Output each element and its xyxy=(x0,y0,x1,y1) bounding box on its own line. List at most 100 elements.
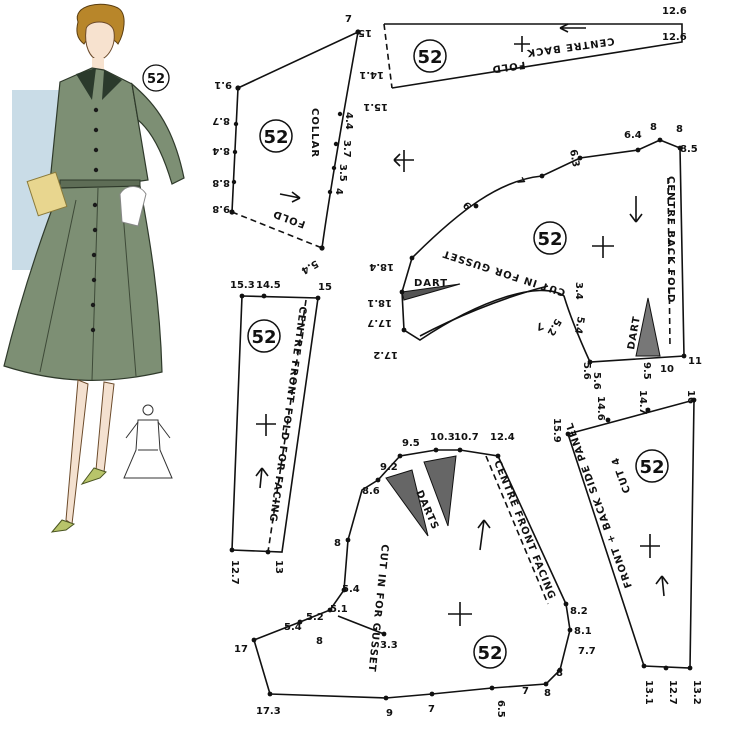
back-meas-3: 15 xyxy=(358,27,372,38)
front-meas-10: 5.2 xyxy=(306,612,324,623)
back-grain-arrow xyxy=(559,23,586,33)
bb-meas-4: 7 xyxy=(513,176,526,188)
back-meas-2: 12.6 xyxy=(662,32,687,43)
pattern-number-label: 52 xyxy=(147,72,165,87)
front-meas-24: 8.2 xyxy=(570,606,588,617)
collar-meas-3: 8.7 xyxy=(212,115,230,126)
side-panel-label: FRONT + BACK SIDE PANEL xyxy=(564,420,634,589)
front-meas-17: 7 xyxy=(428,704,435,715)
front-piece: 52 CENTRE FRONT FACING DARTS CUT IN FOR … xyxy=(234,432,596,719)
bb-meas-17: 9.5 xyxy=(641,362,652,380)
front-meas-5: 12.4 xyxy=(490,432,515,443)
front-meas-21: 8 xyxy=(556,668,563,679)
front-meas-4: 10.7 xyxy=(454,432,479,443)
back-fold-line xyxy=(383,23,393,89)
collar-piece: 52 COLLAR FOLD 7 9.1 8.7 8.4 8.8 9.8 4.4… xyxy=(212,14,414,276)
collar-meas-7: 4.4 xyxy=(343,112,354,130)
side-panel-points xyxy=(565,397,697,671)
shoe-left xyxy=(50,519,76,533)
front-meas-12: 8 xyxy=(316,636,323,647)
back-meas-4: 14.1 xyxy=(359,69,384,80)
side-meas-4: 16 xyxy=(685,390,696,404)
facing-cross-mark xyxy=(256,414,276,436)
dress-sleeve xyxy=(131,82,185,185)
front-number: 52 xyxy=(477,643,502,664)
front-gusset-label: CUT IN FOR GUSSET xyxy=(366,544,390,673)
front-meas-18: 6.5 xyxy=(495,700,506,718)
back-bodice-number-circle xyxy=(533,221,567,255)
back-dart-label-1: DART xyxy=(414,278,448,289)
facing-meas-4: 12.7 xyxy=(229,560,240,585)
bb-meas-8: 18.4 xyxy=(369,261,394,272)
bb-meas-7: 8.5 xyxy=(680,144,698,155)
facing-strip-points xyxy=(229,293,321,555)
front-number-circle xyxy=(473,635,507,669)
shoe-right xyxy=(80,467,107,485)
bb-meas-5: 6 xyxy=(460,200,473,213)
bb-meas-6: 8 xyxy=(676,124,683,135)
centre-back-fold-line xyxy=(667,177,671,349)
centre-back-fold-label: CENTRE BACK FOLD xyxy=(665,176,676,303)
front-outline xyxy=(253,449,571,699)
front-meas-20: 8 xyxy=(544,688,551,699)
side-panel-cross-mark xyxy=(640,534,660,558)
bb-meas-1: 8 xyxy=(650,122,657,133)
collar-meas-1: 7 xyxy=(345,14,352,25)
collar-fold-label: FOLD xyxy=(271,208,307,230)
front-meas-13: 3.3 xyxy=(380,640,398,651)
collar-number-circle xyxy=(259,119,293,153)
front-grain-arrow xyxy=(477,519,491,551)
front-meas-22: 7.7 xyxy=(578,646,596,657)
back-bodice-outline xyxy=(401,139,685,363)
side-meas-2: 14.6 xyxy=(595,396,606,421)
front-meas-15: 17.3 xyxy=(256,706,281,717)
collar-points xyxy=(229,29,361,251)
back-cross-mark xyxy=(514,36,530,52)
front-meas-2: 9.5 xyxy=(402,438,420,449)
dress-collar xyxy=(76,68,122,100)
collar-meas-4: 8.4 xyxy=(212,145,230,156)
collar-meas-9: 3.5 xyxy=(337,164,348,182)
back-side-dart xyxy=(401,283,461,301)
facing-number: 52 xyxy=(251,327,276,348)
back-fold-label: FOLD xyxy=(491,59,526,75)
collar-number: 52 xyxy=(263,127,288,148)
collar-meas-11: 5.4 xyxy=(299,257,320,275)
face xyxy=(85,21,115,61)
collar-meas-10: 4 xyxy=(333,188,344,195)
facing-meas-1: 15.3 xyxy=(230,280,255,291)
back-bodice-number: 52 xyxy=(537,229,562,250)
side-meas-5: 13.1 xyxy=(643,680,654,705)
front-meas-9: 5.1 xyxy=(330,604,348,615)
side-panel-cut-label: CUT 4 xyxy=(610,455,633,494)
bb-meas-20: 5.6 xyxy=(581,362,592,380)
front-dart-2 xyxy=(423,455,457,527)
legs xyxy=(65,379,115,525)
front-meas-7: 8 xyxy=(334,538,341,549)
back-waist-dart xyxy=(635,297,661,357)
front-meas-14: 17 xyxy=(234,644,248,655)
collar-grain-arrow xyxy=(393,150,414,172)
front-dart-1 xyxy=(385,469,429,537)
back-piece-number: 52 xyxy=(417,47,442,68)
pattern-number-badge xyxy=(142,64,170,92)
collar-meas-8: 3.7 xyxy=(341,140,352,158)
bb-meas-15: 7 xyxy=(534,319,544,332)
side-meas-7: 13.2 xyxy=(691,680,702,705)
side-meas-1: 15.9 xyxy=(551,418,562,443)
back-meas-1: 12.6 xyxy=(662,6,687,17)
front-meas-3: 10.3 xyxy=(430,432,455,443)
back-bodice-grain-arrow xyxy=(629,196,643,223)
facing-meas-2: 14.5 xyxy=(256,280,281,291)
facing-strip-outline xyxy=(231,295,319,553)
front-meas-6: 8.6 xyxy=(362,486,380,497)
front-meas-11: 5.4 xyxy=(284,622,302,633)
back-piece: 52 CENTRE BACK FOLD 12.6 12.6 15 14.1 15… xyxy=(358,6,687,112)
back-meas-5: 15.1 xyxy=(363,101,388,112)
bb-meas-10: 17.7 xyxy=(367,317,392,328)
side-panel-piece: 52 FRONT + BACK SIDE PANEL CUT 4 15.9 14… xyxy=(551,390,702,705)
bb-meas-18: 10 xyxy=(660,364,674,375)
centre-front-facing-label: CENTRE FRONT FACING xyxy=(491,459,557,601)
dress-buttons xyxy=(90,107,99,333)
